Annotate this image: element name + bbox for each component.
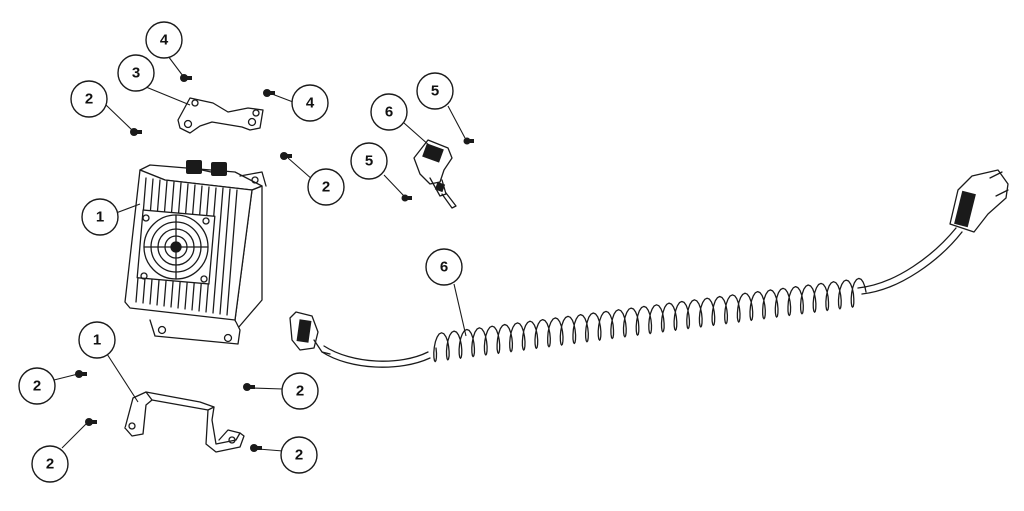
charger-unit	[124, 160, 267, 345]
panel-socket	[413, 139, 457, 209]
callout-5-top: 5	[416, 72, 454, 110]
screw-icon	[401, 194, 412, 202]
coiled-cable	[289, 169, 1009, 368]
leader-lines	[53, 55, 467, 452]
iec-connector	[289, 311, 331, 355]
callouts: 4 3 4 2 2 1 5 6 5 6 1 2 2 2 2	[18, 21, 463, 483]
callout-label: 5	[365, 153, 373, 170]
callout-label: 4	[306, 95, 315, 112]
callout-6-cable: 6	[425, 248, 463, 286]
callout-label: 6	[440, 259, 448, 276]
screw-icon	[463, 137, 474, 145]
callout-2-right: 2	[281, 372, 319, 410]
callout-5-left: 5	[350, 142, 388, 180]
callout-3: 3	[117, 54, 155, 92]
screw-icon	[85, 418, 97, 426]
callout-label: 4	[160, 32, 169, 49]
mount-plate-top	[177, 97, 264, 134]
screw-icon	[243, 383, 255, 391]
callout-label: 1	[96, 209, 104, 226]
callout-2-left: 2	[18, 367, 56, 405]
callout-1-bracket: 1	[78, 321, 116, 359]
screw-icon	[180, 74, 192, 82]
callout-label: 6	[385, 104, 393, 121]
callout-2-bottomright: 2	[280, 436, 318, 474]
callout-4-right: 4	[291, 84, 329, 122]
screw-icon	[75, 370, 87, 378]
callout-label: 1	[93, 332, 101, 349]
bracket-lower	[124, 391, 245, 453]
callout-4-top: 4	[145, 21, 183, 59]
schuko-plug	[949, 169, 1009, 233]
callout-2-topleft: 2	[70, 80, 108, 118]
callout-label: 2	[85, 91, 93, 108]
screw-icons	[75, 74, 474, 452]
callout-label: 5	[431, 83, 439, 100]
screw-icon	[280, 152, 292, 160]
callout-6-socket: 6	[370, 93, 408, 131]
callout-2-topright: 2	[307, 168, 345, 206]
screw-icon	[250, 444, 262, 452]
callout-2-bottomleft: 2	[31, 445, 69, 483]
callout-1-charger: 1	[81, 198, 119, 236]
charger-connectors	[186, 160, 227, 176]
fan-grille	[136, 209, 216, 285]
callout-label: 2	[46, 456, 54, 473]
callout-label: 3	[132, 65, 140, 82]
callout-label: 2	[296, 383, 304, 400]
callout-label: 2	[295, 447, 303, 464]
callout-label: 2	[33, 378, 41, 395]
callout-label: 2	[322, 179, 330, 196]
screw-icon	[263, 89, 275, 97]
